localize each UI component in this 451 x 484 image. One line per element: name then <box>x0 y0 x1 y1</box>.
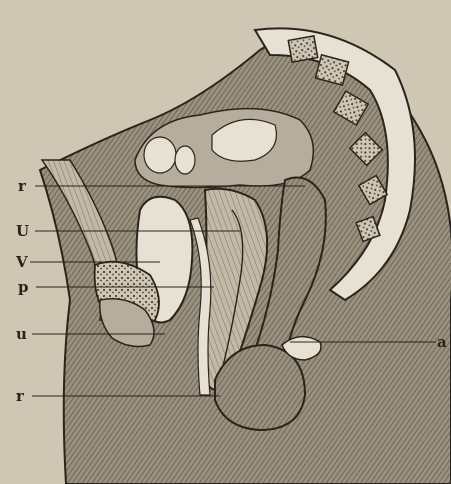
label-V: V <box>16 255 28 270</box>
label-u: u <box>16 327 27 342</box>
label-U: U <box>16 224 29 239</box>
label-a: a <box>437 335 447 350</box>
label-r-top: r <box>18 179 26 194</box>
label-p: p <box>18 280 29 295</box>
label-r-bottom: r <box>16 389 24 404</box>
